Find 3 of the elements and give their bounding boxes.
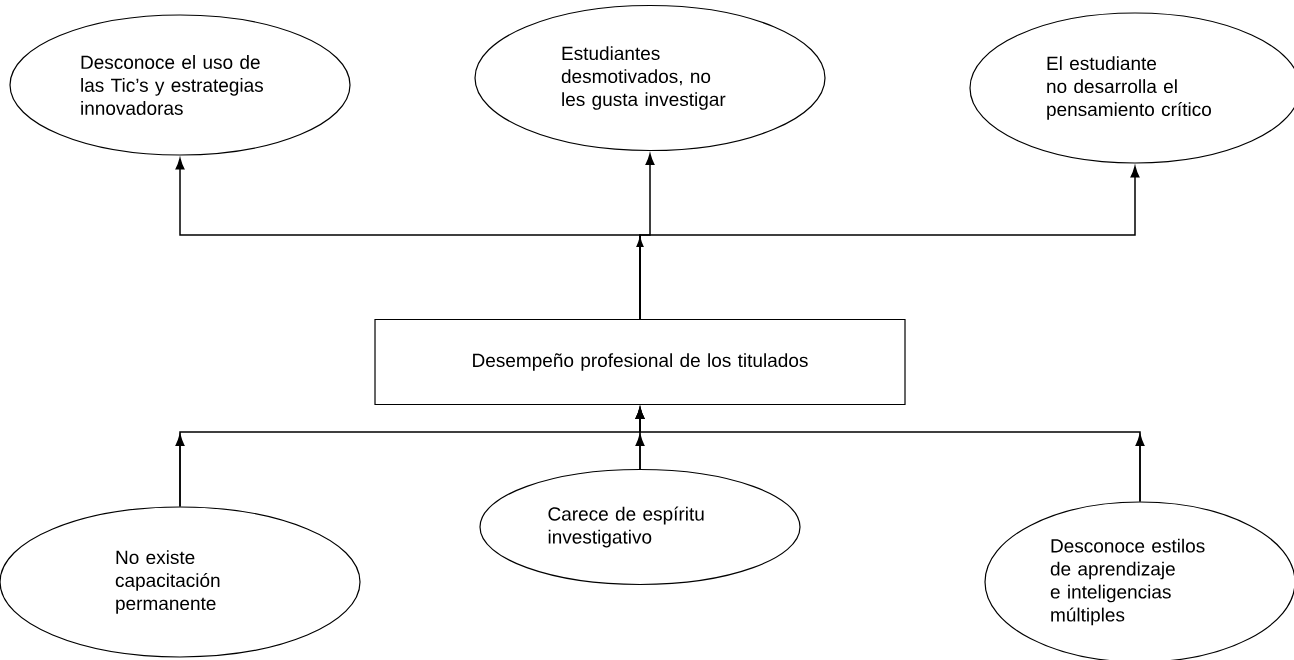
problem-box: Desempeño profesional de los titulados [374, 318, 906, 406]
arrow [635, 407, 1145, 503]
arrow [639, 166, 1140, 320]
